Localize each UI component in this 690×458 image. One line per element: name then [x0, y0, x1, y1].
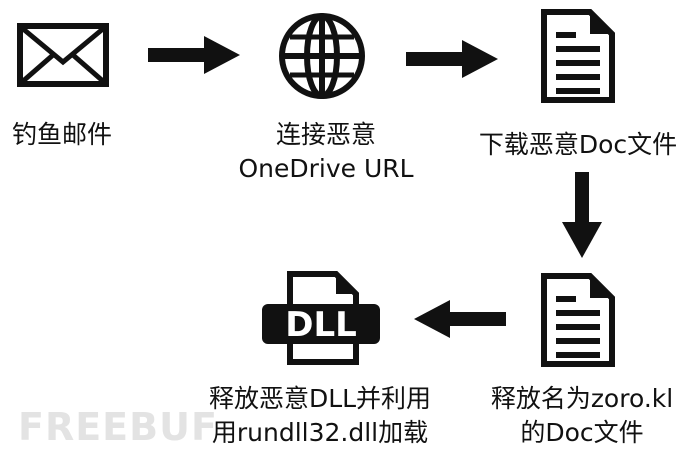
step-release-dll-label-2: 用rundll32.dll加载: [211, 418, 429, 447]
step-release-doc-label-2: 的Doc文件: [520, 418, 644, 447]
arrow-right-icon: [148, 36, 240, 74]
step-download-label: 下载恶意Doc文件: [478, 130, 678, 159]
watermark: FREEBUF: [18, 405, 218, 449]
step-phishing-label: 钓鱼邮件: [11, 120, 113, 149]
arrow-down-icon: [562, 172, 602, 258]
step-connect-label-1: 连接恶意: [275, 120, 377, 149]
step-release-doc-label-1: 释放名为zoro.kl: [490, 384, 674, 413]
step-release-dll-label-1: 释放恶意DLL并利用: [208, 384, 432, 413]
globe-icon: [279, 13, 365, 99]
document-icon: [541, 273, 615, 367]
arrow-left-icon: [414, 300, 506, 338]
dll-icon-text: DLL: [285, 305, 357, 345]
envelope-icon: [17, 23, 109, 87]
document-icon: [541, 9, 615, 103]
arrow-right-icon: [406, 40, 498, 78]
step-connect-label-2: OneDrive URL: [238, 154, 414, 183]
dll-file-icon: DLL: [262, 271, 380, 365]
